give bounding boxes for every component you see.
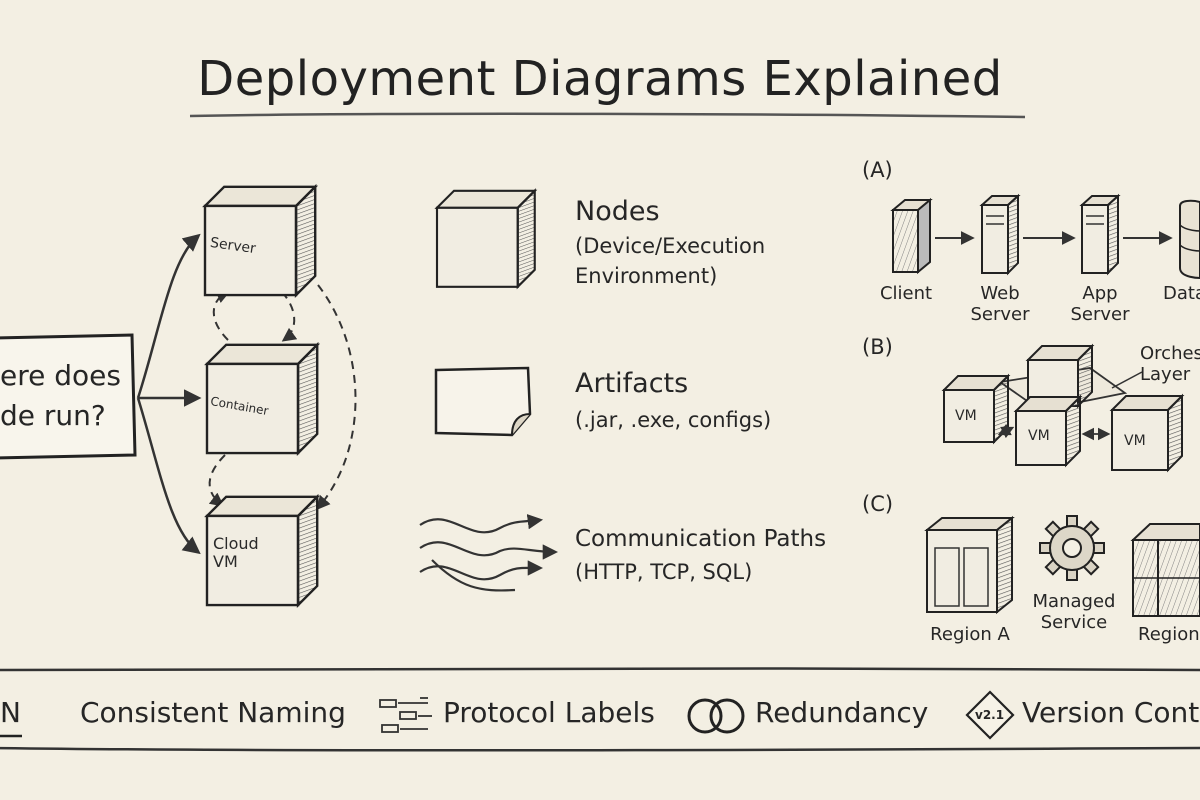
bottom-bar-top-line — [0, 666, 1200, 672]
dashed-container-vm — [208, 454, 226, 507]
gear-icon — [1039, 515, 1105, 581]
panel-c-region-a: Region A — [930, 624, 1010, 645]
panel-a-data: Data — [1163, 283, 1200, 304]
page-title: Deployment Diagrams Explained — [197, 51, 1003, 107]
bottom-protocol-labels: Protocol Labels — [443, 696, 655, 729]
panel-a-web-server: Web Server — [970, 283, 1030, 325]
panel-a-label: (A) — [862, 158, 893, 182]
version-badge: v2.1 — [975, 708, 1005, 722]
panel-b-orchestration — [941, 343, 1185, 473]
panel-a-flow — [890, 193, 1200, 280]
bottom-bar-bottom-line — [0, 746, 1200, 752]
panel-a-app-server: App Server — [1070, 283, 1130, 325]
arrow-to-server — [136, 233, 201, 399]
dashed-server-container-left — [212, 290, 231, 341]
panel-a-client: Client — [879, 283, 933, 304]
panel-b-label: (B) — [862, 335, 893, 359]
bottom-first-item: N — [0, 696, 21, 729]
panel-c-region-b: Region B — [1138, 624, 1200, 645]
legend-nodes-line-2: Environment) — [575, 264, 718, 288]
title-underline — [189, 112, 1026, 119]
legend-artifacts-title: Artifacts — [575, 368, 689, 399]
panel-b-vm-2: VM — [1028, 428, 1050, 444]
legend-nodes-line-1: (Device/Execution — [575, 234, 766, 258]
question-box — [0, 333, 137, 460]
panel-c-regions — [924, 515, 1200, 617]
legend-nodes-title: Nodes — [575, 196, 660, 227]
redundancy-rings-icon — [687, 698, 745, 734]
panel-c-managed-service: Managed Service — [1032, 591, 1116, 633]
legend-node-cube — [435, 189, 536, 288]
question-line-2: de run? — [0, 399, 106, 432]
legend-paths-title: Communication Paths — [575, 526, 827, 552]
panel-c-label: (C) — [862, 492, 894, 516]
question-line-1: ere does — [0, 359, 121, 392]
version-tag-icon — [965, 690, 1015, 740]
panel-b-vm-1: VM — [955, 408, 977, 424]
legend-artifacts-line-1: (.jar, .exe, configs) — [575, 408, 772, 432]
arrow-to-cloud-vm — [136, 397, 201, 555]
dashed-server-vm — [316, 284, 357, 511]
cube-label-cloud-vm: Cloud VM — [213, 534, 259, 572]
legend-paths-line-1: (HTTP, TCP, SQL) — [575, 560, 753, 584]
bottom-redundancy: Redundancy — [755, 696, 929, 729]
artifact-fold — [511, 413, 531, 436]
dashed-server-container-right — [281, 291, 298, 342]
bottom-version-control: Version Control — [1022, 697, 1200, 729]
panel-b-vm-3: VM — [1124, 433, 1146, 449]
protocol-labels-icon — [379, 697, 432, 733]
communication-paths-icon — [419, 513, 559, 592]
bottom-consistent-naming: Consistent Naming — [80, 696, 346, 729]
panel-b-orchestration-layer: Orchestration Layer — [1140, 344, 1200, 385]
